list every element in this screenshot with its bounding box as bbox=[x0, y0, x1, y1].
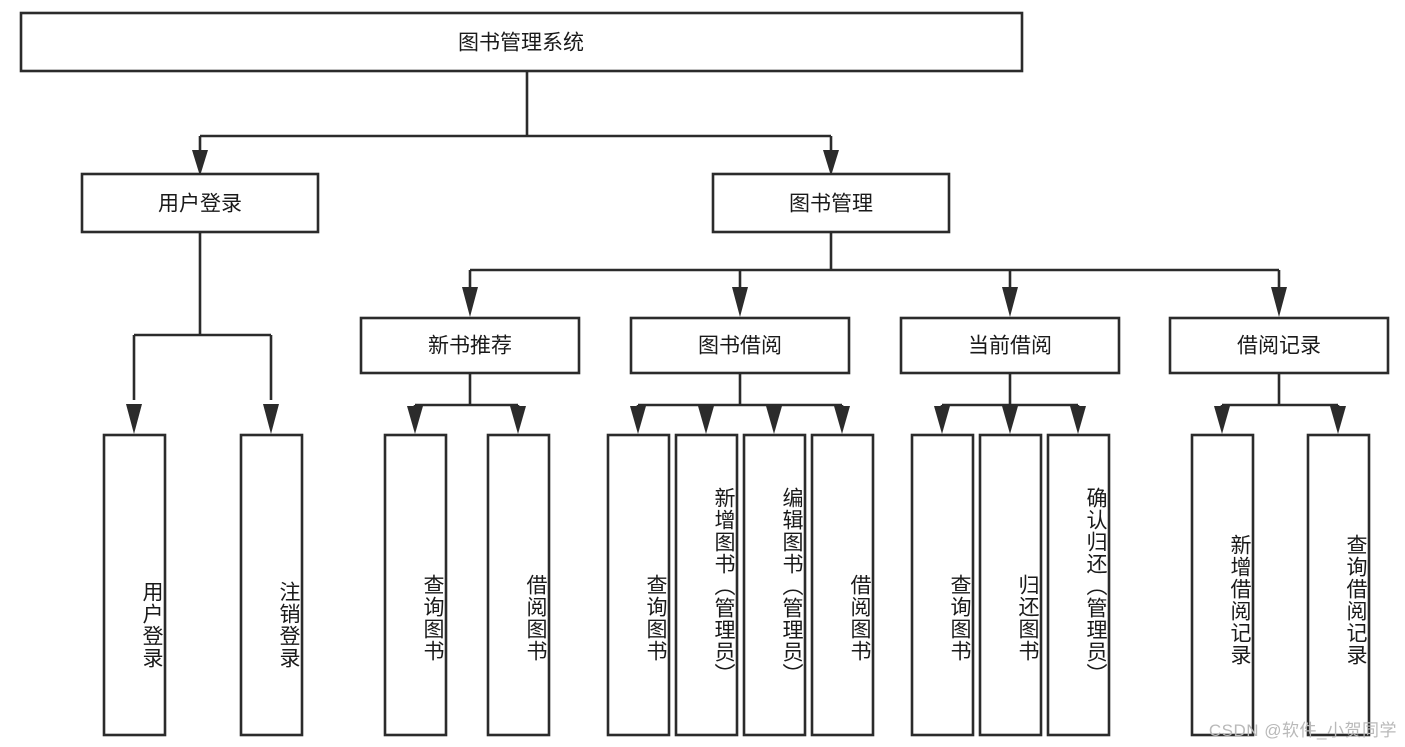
leaf-borrow-book-2-box[interactable] bbox=[810, 433, 875, 737]
node-new-book-recommend[interactable]: 新书推荐 bbox=[359, 316, 581, 375]
leaf-query-record-box[interactable] bbox=[1306, 433, 1371, 737]
node-root[interactable]: 图书管理系统 bbox=[19, 11, 1024, 73]
node-user-login-box[interactable] bbox=[80, 172, 320, 234]
arrow-head-icon bbox=[732, 287, 748, 317]
node-book-management-label: 图书管理 bbox=[789, 193, 873, 216]
leaf-query-book-2-box[interactable] bbox=[606, 433, 671, 737]
node-borrow-record[interactable]: 借阅记录 bbox=[1168, 316, 1390, 375]
arrow-head-icon bbox=[698, 406, 714, 434]
leaf-add-record-box[interactable] bbox=[1190, 433, 1255, 737]
arrow-head-icon bbox=[126, 404, 142, 434]
arrow-head-icon bbox=[407, 406, 423, 434]
connector-userlogin-to-leaves bbox=[126, 232, 279, 434]
leaf-borrow-book-1-box[interactable] bbox=[486, 433, 551, 737]
node-user-login[interactable]: 用户登录 bbox=[80, 172, 320, 234]
node-new-book-recommend-label: 新书推荐 bbox=[428, 335, 512, 358]
arrow-head-icon bbox=[192, 150, 208, 176]
connector-root-to-level2 bbox=[192, 71, 839, 176]
leaf-confirm-return-box[interactable] bbox=[1046, 433, 1111, 737]
arrow-head-icon bbox=[462, 287, 478, 317]
arrow-head-icon bbox=[1002, 287, 1018, 317]
arrow-head-icon bbox=[1214, 406, 1230, 434]
leaf-add-book-box[interactable] bbox=[674, 433, 739, 737]
node-borrow-record-label: 借阅记录 bbox=[1237, 335, 1321, 358]
node-book-borrow-label: 图书借阅 bbox=[698, 335, 782, 358]
node-current-borrow-box[interactable] bbox=[899, 316, 1121, 375]
arrow-head-icon bbox=[1271, 287, 1287, 317]
leaf-query-book-1-box[interactable] bbox=[383, 433, 448, 737]
arrow-head-icon bbox=[263, 404, 279, 434]
node-root-box[interactable] bbox=[19, 11, 1024, 73]
node-borrow-record-box[interactable] bbox=[1168, 316, 1390, 375]
arrow-head-icon bbox=[510, 406, 526, 434]
leaf-user-login-box[interactable] bbox=[102, 433, 167, 737]
node-book-management-box[interactable] bbox=[711, 172, 951, 234]
node-user-login-label: 用户登录 bbox=[158, 193, 242, 216]
connector-bookborrow-to-leaves bbox=[630, 373, 850, 434]
connector-newbook-to-leaves bbox=[407, 373, 526, 434]
node-root-label: 图书管理系统 bbox=[458, 32, 584, 55]
arrow-head-icon bbox=[934, 406, 950, 434]
arrow-head-icon bbox=[1002, 406, 1018, 434]
leaf-logout-box[interactable] bbox=[239, 433, 304, 737]
node-new-book-recommend-box[interactable] bbox=[359, 316, 581, 375]
connector-bookmgmt-to-level3 bbox=[462, 232, 1287, 317]
arrow-head-icon bbox=[1330, 406, 1346, 434]
node-current-borrow-label: 当前借阅 bbox=[968, 335, 1052, 358]
arrow-head-icon bbox=[766, 406, 782, 434]
leaf-query-book-3-box[interactable] bbox=[910, 433, 975, 737]
leaf-return-book-box[interactable] bbox=[978, 433, 1043, 737]
arrow-head-icon bbox=[823, 150, 839, 176]
arrow-head-icon bbox=[834, 406, 850, 434]
arrow-head-icon bbox=[630, 406, 646, 434]
csdn-watermark: CSDN @软件_小贺同学 bbox=[1208, 721, 1397, 740]
connector-currentborrow-to-leaves bbox=[934, 373, 1086, 434]
connector-borrowrecord-to-leaves bbox=[1214, 373, 1346, 434]
node-book-borrow[interactable]: 图书借阅 bbox=[629, 316, 851, 375]
node-current-borrow[interactable]: 当前借阅 bbox=[899, 316, 1121, 375]
arrow-head-icon bbox=[1070, 406, 1086, 434]
leaf-edit-book-box[interactable] bbox=[742, 433, 807, 737]
node-book-borrow-box[interactable] bbox=[629, 316, 851, 375]
node-book-management[interactable]: 图书管理 bbox=[711, 172, 951, 234]
